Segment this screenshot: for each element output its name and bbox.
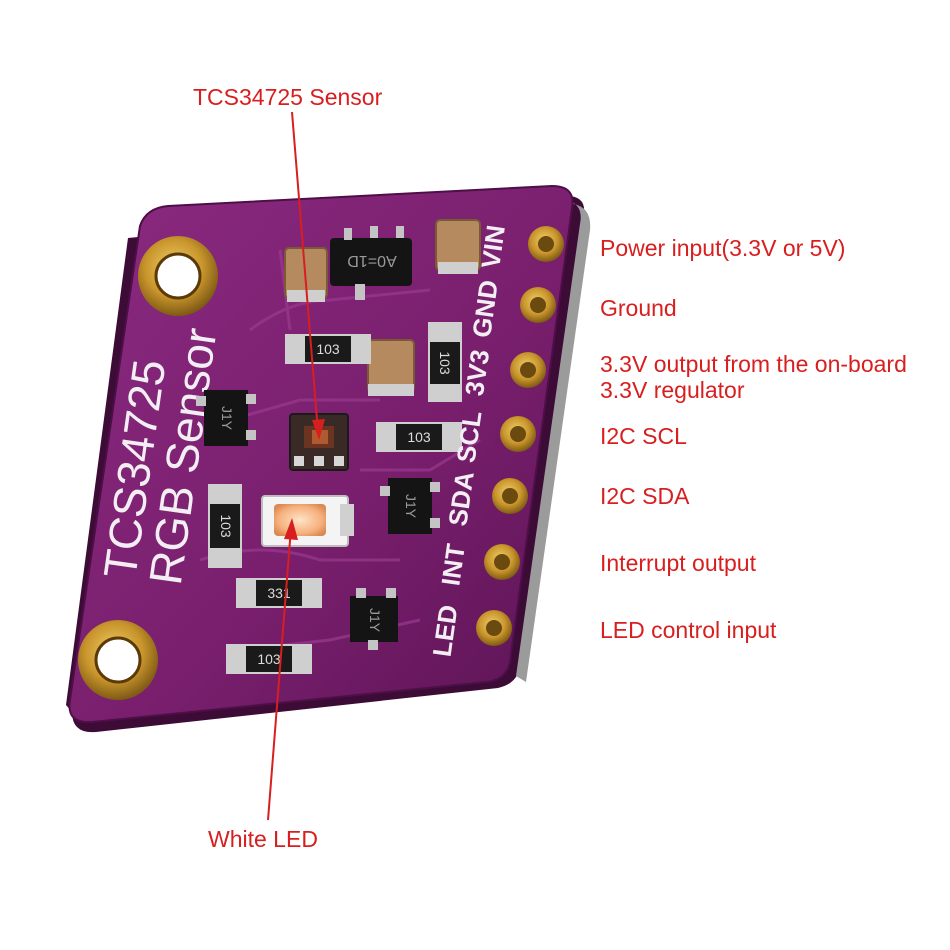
resistors: 103 103 103 103 331 bbox=[208, 322, 462, 674]
pin-silkscreen-labels: VIN GND 3V3 SCL SDA INT LED bbox=[427, 223, 511, 658]
transistor-marking: J1Y bbox=[403, 494, 419, 519]
transistor-left: J1Y bbox=[196, 390, 256, 446]
pin-label-led: LED bbox=[427, 603, 464, 659]
transistor-bottom: J1Y bbox=[350, 588, 398, 650]
resistor-code: 103 bbox=[407, 429, 431, 445]
resistor-2: 103 bbox=[428, 322, 462, 402]
led-arrow-line bbox=[267, 527, 292, 821]
transistor-marking: J1Y bbox=[219, 406, 235, 431]
pin-desc-3v3-line2: 3.3V regulator bbox=[600, 377, 745, 403]
pin-desc-vin: Power input(3.3V or 5V) bbox=[600, 235, 846, 261]
resistor-code: 103 bbox=[218, 514, 234, 538]
mounting-hole-bottom bbox=[78, 620, 158, 700]
sensor-arrowhead bbox=[312, 419, 325, 440]
resistor-code: 103 bbox=[316, 341, 340, 357]
resistor-code: 103 bbox=[437, 351, 453, 375]
pin-label-int: INT bbox=[435, 542, 471, 588]
capacitors bbox=[284, 219, 481, 396]
resistor-3: 103 bbox=[376, 422, 462, 452]
white-led-callout: White LED bbox=[208, 826, 318, 852]
white-led bbox=[261, 495, 354, 547]
pin-desc-sda: I2C SDA bbox=[600, 483, 690, 509]
pin-desc-gnd: Ground bbox=[600, 295, 677, 321]
transistor-marking: J1Y bbox=[367, 608, 383, 633]
tcs34725-sensor-chip bbox=[289, 413, 349, 471]
pin-label-scl: SCL bbox=[451, 409, 488, 465]
pin-desc-int: Interrupt output bbox=[600, 550, 756, 576]
led-arrowhead bbox=[284, 518, 298, 540]
resistor-4: 103 bbox=[208, 484, 242, 568]
resistor-6: 103 bbox=[226, 644, 312, 674]
pin-label-3v3: 3V3 bbox=[459, 348, 495, 398]
pin-desc-led: LED control input bbox=[600, 617, 777, 643]
mounting-hole-top bbox=[138, 236, 218, 316]
pin-label-vin: VIN bbox=[475, 223, 511, 270]
pin-desc-scl: I2C SCL bbox=[600, 423, 687, 449]
transistors: J1Y J1Y J1Y bbox=[196, 390, 440, 650]
sensor-callout: TCS34725 Sensor bbox=[193, 84, 383, 110]
callout-arrows bbox=[267, 111, 325, 821]
resistor-1: 103 bbox=[285, 334, 371, 364]
header-pins bbox=[476, 226, 564, 646]
pin-desc-3v3: 3.3V output from the on-board bbox=[600, 351, 907, 377]
resistor-code: 331 bbox=[267, 585, 291, 601]
resistor-5: 331 bbox=[236, 578, 322, 608]
resistor-code: 103 bbox=[257, 651, 281, 667]
voltage-regulator: A0=1D bbox=[330, 226, 412, 300]
regulator-marking: A0=1D bbox=[347, 252, 396, 269]
sensor-arrow-line bbox=[291, 111, 319, 433]
transistor-right: J1Y bbox=[380, 478, 440, 534]
pcb-edge-gray bbox=[516, 200, 591, 682]
